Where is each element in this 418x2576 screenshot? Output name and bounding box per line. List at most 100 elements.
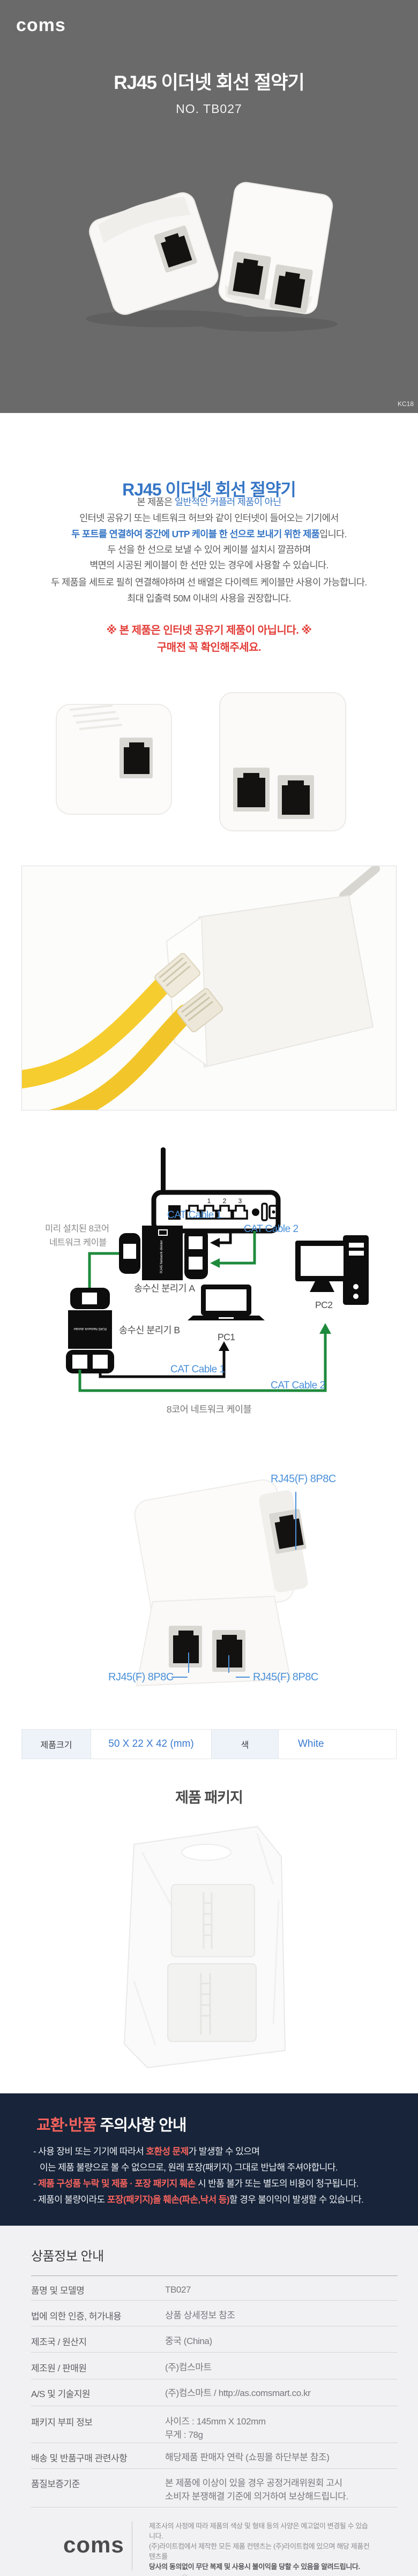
intro-line-4: 두 선을 한 선으로 보낼 수 있어 케이블 설치시 깔끔하며 — [107, 544, 311, 555]
info-top-rule — [31, 2275, 398, 2276]
cat-cable-1-label-bottom: CAT Cable 1 — [170, 1364, 225, 1375]
cable-connector-2 — [177, 988, 223, 1033]
notice-title-rest: 주의사항 안내 — [96, 2117, 186, 2134]
port-label-top: RJ45(F) 8P8C — [271, 1473, 336, 1485]
cat-cable-2-label-bottom: CAT Cable 2 — [271, 1380, 325, 1391]
info-row-label: 품명 및 모델명 — [31, 2286, 85, 2296]
spec-size-value: 50 X 22 X 42 (mm) — [91, 1730, 211, 1759]
page-title: RJ45 이더넷 회선 절약기 — [114, 72, 304, 93]
info-row-value: 해당제품 판매자 연락 (쇼핑몰 하단부분 참조) — [165, 2452, 330, 2462]
notice-section: 교환·반품 주의사항 안내 - 사용 장비 또는 기기에 따라서 호환성 문제가… — [0, 2093, 418, 2226]
cat-cable-2-line — [217, 1231, 256, 1265]
footer-line-2: (주)라이트컴에서 제작한 모든 제품 컨텐츠는 (주)라이트컴에 있으며 해당… — [149, 2542, 370, 2560]
splitter-b-label: 송수신 분리기 B — [119, 1325, 180, 1335]
cat-cable-2-lower-arrowhead — [319, 1323, 331, 1334]
cable-photo-frame — [2, 865, 397, 1127]
router-port-3-label: 3 — [238, 1197, 242, 1205]
spec-color-value: White — [278, 1730, 396, 1759]
spec-color-label: 색 — [211, 1730, 278, 1759]
hero-product-photo — [86, 182, 338, 332]
notice-b1-post: 가 발생할 수 있으며 — [188, 2146, 260, 2157]
notice-title-highlight: 교환·반품 — [36, 2117, 96, 2134]
network-diagram: 1 2 3 RJ45 Network divider — [0, 1141, 418, 1441]
warning-line-1: ※ 본 제품은 인터넷 공유기 제품이 아닙니다. ※ — [106, 625, 312, 636]
coupler-single-port-icon — [89, 192, 219, 315]
cat-cable-1-lower-line — [99, 1348, 226, 1378]
model-number: NO. TB027 — [176, 102, 242, 116]
laptop-icon — [188, 1285, 265, 1320]
intro-line-1-blue: 일반적인 커플러 제품이 아닌 — [174, 497, 281, 507]
info-row-label: A/S 및 기술지원 — [31, 2389, 91, 2399]
notice-b1-pre: - 사용 장비 또는 기기에 따라서 — [33, 2146, 146, 2157]
notice-b1-red: 호환성 문제 — [146, 2146, 189, 2157]
cat-cable-1-lower-arrowhead — [219, 1341, 229, 1351]
info-divider — [31, 2468, 398, 2469]
cable-photo — [2, 865, 380, 1127]
product-front-photo — [56, 692, 346, 831]
coupler-front-single-icon — [56, 704, 172, 815]
notice-bullet-3: - 제품 구성품 누락 및 제품 · 포장 패키지 훼손 시 반품 불가 또는 … — [33, 2176, 359, 2189]
info-divider — [31, 2300, 398, 2301]
splitter-b-icon-text: RJ45 Network divider — [73, 1327, 107, 1331]
info-row-value-line2: 무게 : 78g — [165, 2430, 203, 2440]
info-row-value: TB027 — [165, 2285, 191, 2295]
port-leader-lines — [171, 1492, 296, 1678]
info-row-label: 제조원 / 판매원 — [31, 2363, 87, 2374]
notice-b3-post: 시 반품 불가 또는 별도의 비용이 청구됩니다. — [195, 2179, 359, 2189]
footer-brand-logo: coms — [63, 2532, 124, 2557]
splitter-a-icon-text: RJ45 Network divider — [160, 1240, 163, 1273]
pre-cable-label-line2: 네트워크 케이블 — [49, 1238, 107, 1248]
cat-cable-1-label-top: CAT Cable 1 — [167, 1210, 222, 1221]
spec-table: 제품크기 50 X 22 X 42 (mm) 색 White — [21, 1729, 397, 1759]
coupler-front-dual-icon — [219, 692, 346, 831]
intro-title: RJ45 이더넷 회선 절약기 — [122, 479, 296, 499]
footer-text: 제조사의 사정에 따라 제품의 색상 및 형태 등의 사양은 예고없이 변경될 … — [149, 2521, 374, 2576]
coupler-dual-port-icon — [218, 182, 333, 314]
adapter-body — [198, 895, 374, 1068]
pre-cable-label-line1: 미리 설치된 8코어 — [45, 1224, 109, 1234]
info-row-value: (주)컴스마트 / http://as.comsmart.co.kr — [165, 2388, 311, 2398]
splitter-a-icon: RJ45 Network divider — [119, 1226, 208, 1280]
package-photo — [123, 1826, 286, 2069]
intro-line-3-blue: 두 포트를 연결하여 중간에 UTP 케이블 한 선으로 보내기 위한 제품 — [71, 529, 320, 539]
info-row-value-line1: 본 제품에 이상이 있을 경우 공정거래위원회 고시 — [165, 2478, 342, 2488]
desktop-icon — [295, 1235, 369, 1305]
info-row-value-line2: 소비자 분쟁해결 기준에 의거하여 보상해드립니다. — [165, 2491, 348, 2502]
intro-line-3: 두 포트를 연결하여 중간에 UTP 케이블 한 선으로 보내기 위한 제품입니… — [0, 527, 418, 540]
notice-bullet-1: - 사용 장비 또는 기기에 따라서 호환성 문제가 발생할 수 있으며 — [33, 2144, 260, 2157]
cat-cable-2-label-top: CAT Cable 2 — [244, 1223, 298, 1235]
port-label-bottom-right: RJ45(F) 8P8C — [253, 1671, 318, 1683]
info-heading: 상품정보 안내 — [31, 2249, 104, 2264]
cat-cable-1-arrowhead — [210, 1238, 220, 1248]
footer-copyright: Copyright ⓒ Lightcom All rights Reserved — [149, 2574, 374, 2576]
cable-connector-1 — [154, 952, 200, 998]
spec-size-label: 제품크기 — [22, 1730, 91, 1759]
notice-b3-red: 제품 구성품 누락 및 제품 · 포장 패키지 훼손 — [38, 2179, 196, 2189]
intro-line-3-gray: 입니다. — [319, 529, 347, 539]
info-row-label: 패키지 부피 정보 — [31, 2417, 93, 2428]
notice-title: 교환·반품 주의사항 안내 — [36, 2113, 187, 2135]
splitter-b-icon: RJ45 Network divider — [66, 1288, 114, 1373]
info-row-label: 법에 의한 인증, 허가내용 — [31, 2311, 122, 2322]
pc1-label: PC1 — [218, 1332, 235, 1342]
cat-cable-2-arrowhead — [210, 1258, 220, 1268]
info-row-label: 제조국 / 원산지 — [31, 2337, 87, 2347]
router-port-2-label: 2 — [223, 1197, 227, 1205]
package-heading: 제품 패키지 — [175, 1790, 243, 1806]
warning-line-2: 구매전 꼭 확인해주세요. — [156, 642, 262, 654]
cat-cable-2-lower-line — [78, 1330, 327, 1392]
cat-cable-1-line — [217, 1231, 232, 1244]
ports-photo — [134, 1479, 308, 1687]
info-row-label: 배송 및 반품구매 관련사항 — [31, 2453, 128, 2464]
brand-logo: coms — [16, 15, 66, 35]
port-label-bottom-left: RJ45(F) 8P8C — [108, 1671, 174, 1683]
info-row-value: (주)컴스마트 — [165, 2362, 212, 2372]
intro-line-2: 인터넷 공유기 또는 네트워크 허브와 같이 인터넷이 들어오는 기기에서 — [79, 513, 339, 523]
intro-line-5: 벽면의 시공된 케이블이 한 선만 있는 경우에 사용할 수 있습니다. — [89, 560, 329, 570]
intro-line-6: 두 제품을 세트로 필히 연결해야하며 선 배열은 다이렉트 케이블만 사용이 … — [51, 577, 367, 588]
notice-bullet-2: 이는 제품 불량으로 볼 수 없으므로, 원래 포장(패키지) 그대로 반납해 … — [40, 2162, 338, 2173]
router-port-1-label: 1 — [207, 1197, 211, 1205]
network-diagram-graphic: 1 2 3 RJ45 Network divider — [66, 1147, 369, 1392]
